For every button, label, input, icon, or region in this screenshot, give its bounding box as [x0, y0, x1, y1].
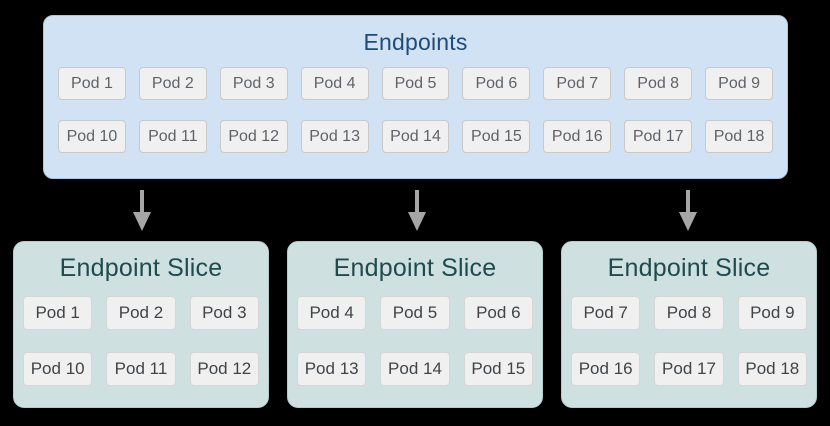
- pod-box: Pod 4: [297, 296, 367, 330]
- pod-box: Pod 9: [737, 296, 807, 330]
- pod-box: Pod 16: [543, 120, 612, 153]
- pod-box: Pod 11: [138, 120, 207, 153]
- slice-pod-row-2: Pod 10 Pod 11 Pod 12: [23, 352, 259, 386]
- pod-box: Pod 11: [106, 352, 176, 386]
- pod-box: Pod 13: [297, 352, 367, 386]
- pod-box: Pod 8: [624, 67, 693, 100]
- endpoint-slice-title: Endpoint Slice: [59, 254, 223, 282]
- arrow-stem: [686, 190, 690, 212]
- pod-box: Pod 1: [23, 296, 93, 330]
- slice-pod-row-2: Pod 16 Pod 17 Pod 18: [571, 352, 807, 386]
- pod-box: Pod 14: [381, 120, 450, 153]
- pod-box: Pod 15: [462, 120, 531, 153]
- pod-box: Pod 5: [380, 296, 450, 330]
- pod-box: Pod 13: [300, 120, 369, 153]
- endpoints-pod-row-2: Pod 10 Pod 11 Pod 12 Pod 13 Pod 14 Pod 15 Pod …: [58, 120, 774, 153]
- pod-box: Pod 10: [58, 120, 126, 153]
- arrow-head: [133, 212, 151, 231]
- pod-box: Pod 3: [219, 67, 288, 100]
- slice-pod-grid: Pod 7 Pod 8 Pod 9 Pod 16 Pod 17 Pod 18: [571, 296, 807, 386]
- down-arrow-icon: [133, 190, 151, 231]
- endpoints-title: Endpoints: [363, 29, 468, 55]
- endpoints-pod-row-1: Pod 1 Pod 2 Pod 3 Pod 4 Pod 5 Pod 6 Pod 7 Pod 8…: [58, 67, 774, 100]
- pod-box: Pod 4: [300, 67, 369, 100]
- endpoints-box: Endpoints Pod 1 Pod 2 Pod 3 Pod 4 Pod 5 Pod 6…: [43, 15, 788, 179]
- pod-box: Pod 7: [571, 296, 641, 330]
- down-arrow-icon: [679, 190, 697, 231]
- pod-box: Pod 1: [58, 67, 126, 100]
- pod-box: Pod 8: [654, 296, 724, 330]
- pod-box: Pod 10: [23, 352, 93, 386]
- pod-box: Pod 12: [189, 352, 259, 386]
- pod-box: Pod 18: [705, 120, 774, 153]
- pod-box: Pod 6: [462, 67, 531, 100]
- slice-pod-row-2: Pod 13 Pod 14 Pod 15: [297, 352, 533, 386]
- pod-box: Pod 17: [654, 352, 724, 386]
- pod-box: Pod 12: [219, 120, 288, 153]
- slice-pod-row-1: Pod 4 Pod 5 Pod 6: [297, 296, 533, 330]
- arrow-head: [679, 212, 697, 231]
- endpoint-slice-title: Endpoint Slice: [607, 254, 771, 282]
- down-arrow-icon: [408, 190, 426, 231]
- pod-box: Pod 2: [106, 296, 176, 330]
- pod-box: Pod 9: [705, 67, 774, 100]
- pod-box: Pod 7: [543, 67, 612, 100]
- pod-box: Pod 16: [571, 352, 641, 386]
- pod-box: Pod 14: [380, 352, 450, 386]
- endpoint-slice-title: Endpoint Slice: [333, 254, 497, 282]
- slice-pod-grid: Pod 4 Pod 5 Pod 6 Pod 13 Pod 14 Pod 15: [297, 296, 533, 386]
- arrow-stem: [415, 190, 419, 212]
- arrow-head: [408, 212, 426, 231]
- pod-box: Pod 17: [624, 120, 693, 153]
- pod-box: Pod 18: [737, 352, 807, 386]
- pod-box: Pod 2: [138, 67, 207, 100]
- endpoints-pod-grid: Pod 1 Pod 2 Pod 3 Pod 4 Pod 5 Pod 6 Pod 7 Pod 8…: [58, 67, 774, 153]
- arrow-stem: [140, 190, 144, 212]
- pod-box: Pod 15: [463, 352, 533, 386]
- slice-pod-row-1: Pod 1 Pod 2 Pod 3: [23, 296, 259, 330]
- slice-pod-row-1: Pod 7 Pod 8 Pod 9: [571, 296, 807, 330]
- pod-box: Pod 6: [463, 296, 533, 330]
- pod-box: Pod 5: [381, 67, 450, 100]
- slice-pod-grid: Pod 1 Pod 2 Pod 3 Pod 10 Pod 11 Pod 12: [23, 296, 259, 386]
- pod-box: Pod 3: [189, 296, 259, 330]
